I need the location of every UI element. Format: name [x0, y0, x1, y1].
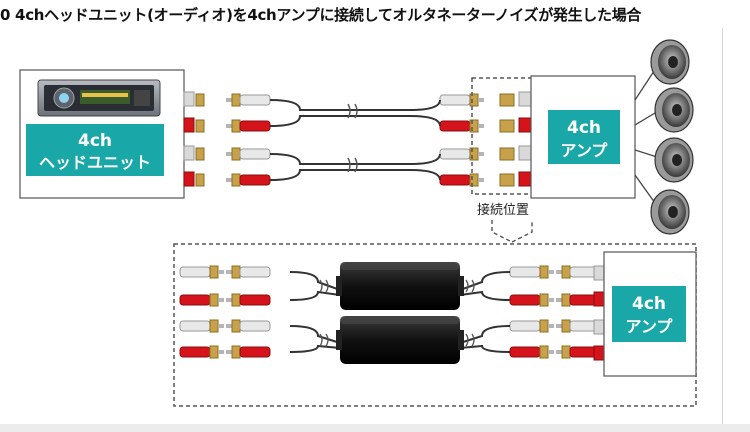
zoom-connector [491, 220, 533, 243]
rca-plug-icon [499, 147, 515, 161]
rca-plug-icon [509, 345, 554, 359]
title-bar: 0 4chヘッドユニット(オーディオ)を4chアンプに接続してオルタネーターノイ… [0, 0, 750, 30]
bottom-amp-jacks [593, 265, 607, 361]
speaker-wires [634, 61, 661, 211]
rca-plug-icon [226, 173, 271, 187]
top-cables [269, 99, 441, 181]
bottom-cable-coils [319, 279, 475, 347]
rca-plug-icon [509, 319, 554, 333]
speaker-icon [654, 137, 694, 183]
top-right-rca-plugs [439, 93, 515, 187]
car-stereo-icon [37, 79, 161, 117]
rca-plug-icon [195, 93, 205, 107]
speaker-icon [654, 87, 694, 133]
head-unit-line1: 4ch [78, 131, 112, 151]
rca-plug-icon [195, 119, 205, 133]
head-unit-line2: ヘッドユニット [39, 153, 151, 172]
cable-break-marks [347, 103, 358, 173]
rca-plug-icon [556, 319, 601, 333]
rca-plug-icon [499, 119, 515, 133]
speaker-icon [650, 189, 690, 235]
bottom-right-rca-plugs [509, 265, 601, 359]
rca-plug-icon [195, 173, 205, 187]
bottom-cables [289, 271, 511, 353]
rca-plug-icon [509, 293, 554, 307]
rca-plug-icon [439, 93, 484, 107]
rca-plug-icon [499, 93, 515, 107]
page-title: 0 4chヘッドユニット(オーディオ)を4chアンプに接続してオルタネーターノイ… [0, 6, 642, 24]
head-unit-jacks [183, 91, 195, 187]
noise-filter-icon [336, 262, 464, 310]
rca-plug-icon [179, 319, 224, 333]
rca-plug-icon [195, 147, 205, 161]
bottom-amp-label-box [612, 286, 686, 342]
rca-plug-icon [226, 147, 271, 161]
rca-plug-icon [556, 293, 601, 307]
rca-plug-icon [226, 345, 271, 359]
bottom-strip [0, 424, 750, 432]
connection-label: 接続位置 [477, 202, 529, 218]
top-amp-label-box [548, 110, 620, 164]
rca-plug-icon [499, 173, 515, 187]
rca-plug-icon [509, 265, 554, 279]
rca-plug-icon [226, 265, 271, 279]
rca-plug-icon [556, 345, 601, 359]
bottom-amp-line2: アンプ [626, 317, 674, 336]
rca-plug-icon [226, 293, 271, 307]
noise-filter-icon [336, 316, 464, 364]
rca-plug-icon [226, 119, 271, 133]
rca-plug-icon [439, 173, 484, 187]
rca-plug-icon [226, 93, 271, 107]
speaker-icon [650, 39, 690, 85]
rca-plug-icon [226, 319, 271, 333]
rca-plug-icon [556, 265, 601, 279]
rca-plug-icon [179, 265, 224, 279]
top-amp-line2: アンプ [561, 141, 609, 160]
top-left-rca-plugs [195, 93, 271, 187]
rca-plug-icon [439, 147, 484, 161]
top-amp-jacks [518, 91, 532, 187]
rca-plug-icon [439, 119, 484, 133]
bottom-amp-line1: 4ch [632, 294, 666, 314]
rca-plug-icon [179, 293, 224, 307]
rca-plug-icon [179, 345, 224, 359]
bottom-left-rca-plugs [179, 265, 271, 359]
top-amp-line1: 4ch [567, 118, 601, 138]
head-unit-label-box [26, 124, 164, 176]
